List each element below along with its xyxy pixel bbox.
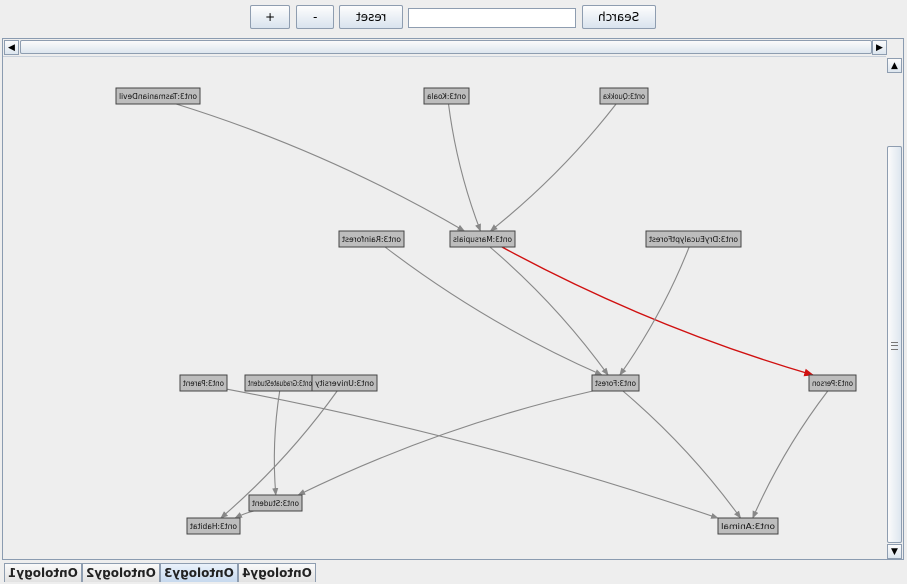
edge-dry-eucalypt-forest-to-forest: [619, 246, 690, 376]
edge-tasmanian-devil-to-marsupials: [175, 103, 466, 232]
search-input[interactable]: [408, 8, 576, 28]
node-box[interactable]: [808, 374, 857, 392]
node-box[interactable]: [599, 87, 649, 105]
edge-rainforest-to-forest: [384, 246, 603, 376]
node-koala[interactable]: ont3:Koala: [423, 87, 470, 105]
vertical-scrollbar[interactable]: ▲ ▼: [886, 56, 903, 559]
grip-icon: [891, 342, 898, 350]
node-tasmanian-devil[interactable]: ont3:TasmanianDevil: [115, 87, 201, 105]
node-university[interactable]: ont3:University: [311, 374, 378, 392]
node-label: ont3:Parent: [183, 379, 224, 388]
edge-quokka-to-marsupials: [489, 103, 617, 232]
edge-koala-to-marsupials: [447, 103, 481, 232]
node-forest[interactable]: ont3:Forest: [591, 374, 640, 392]
scroll-down-arrow-icon[interactable]: ▼: [887, 544, 902, 559]
node-label: ont3:Marsupials: [453, 235, 512, 244]
ontology-graph[interactable]: ont3:TasmanianDevil ont3:Koala ont3:Quokka…: [3, 39, 903, 559]
tab-ontology2[interactable]: Ontology2: [82, 563, 160, 582]
graph-view[interactable]: ont3:TasmanianDevil ont3:Koala ont3:Quokka…: [2, 38, 904, 560]
node-parent[interactable]: ont3:Parent: [179, 374, 228, 392]
edge-forest-to-student: [297, 390, 593, 496]
node-label: ont3:University: [315, 379, 374, 388]
node-box[interactable]: [591, 374, 640, 392]
node-student[interactable]: ont3:Student: [248, 494, 303, 512]
search-label: Search: [598, 10, 640, 24]
node-animal[interactable]: ont3:Animal: [717, 517, 779, 535]
node-label: ont3:TasmanianDevil: [119, 92, 197, 101]
node-box[interactable]: [186, 517, 241, 535]
node-label: ont3:Koala: [427, 92, 466, 101]
node-box[interactable]: [115, 87, 201, 105]
edge-parent-to-animal: [226, 388, 719, 519]
search-button[interactable]: Search: [582, 5, 656, 29]
node-box[interactable]: [248, 494, 303, 512]
zoom-out-button[interactable]: -: [296, 5, 334, 29]
toolbar: + - reset Search: [0, 0, 907, 36]
edge-graduate-student-to-student: [272, 390, 281, 496]
edge-marsupials-to-person: [501, 246, 814, 377]
node-box[interactable]: [338, 230, 405, 248]
horizontal-scrollbar[interactable]: ◀ ▶: [3, 39, 903, 57]
tab-ontology3[interactable]: Ontology3: [160, 563, 238, 582]
node-label: ont3:Forest: [595, 379, 636, 388]
node-habitat[interactable]: ont3:Habitat: [186, 517, 241, 535]
node-label: ont3:Rainforest: [342, 235, 401, 244]
edge-university-to-habitat: [220, 390, 338, 519]
reset-button[interactable]: reset: [339, 5, 403, 29]
tab-label: Ontology3: [164, 566, 234, 580]
node-marsupials[interactable]: ont3:Marsupials: [449, 230, 516, 248]
zoom-in-label: +: [264, 10, 276, 24]
node-label: ont3:Habitat: [190, 522, 237, 531]
node-box[interactable]: [645, 230, 742, 248]
node-label: ont3:Person: [812, 379, 853, 388]
node-box[interactable]: [179, 374, 228, 392]
edges-layer: [175, 103, 829, 519]
edge-person-to-animal: [752, 390, 829, 519]
scroll-right-arrow-icon[interactable]: ▶: [872, 40, 887, 55]
reset-label: reset: [355, 10, 387, 24]
node-label: ont3:Quokka: [603, 92, 645, 101]
horizontal-scroll-thumb[interactable]: [20, 40, 872, 54]
tab-ontology1[interactable]: Ontology1: [4, 563, 82, 582]
nodes-layer: ont3:TasmanianDevil ont3:Koala ont3:Quokka…: [115, 87, 857, 535]
node-box[interactable]: [717, 517, 779, 535]
edge-forest-to-animal: [622, 390, 742, 519]
tab-label: Ontology2: [86, 566, 156, 580]
zoom-out-label: -: [312, 10, 318, 24]
ontology-tabs: Ontology1 Ontology2 Ontology3 Ontology4: [0, 561, 907, 584]
scroll-up-arrow-icon[interactable]: ▲: [887, 58, 902, 73]
node-box[interactable]: [311, 374, 378, 392]
vertical-scroll-thumb[interactable]: [887, 146, 902, 543]
edge-marsupials-to-forest: [489, 246, 609, 376]
node-quokka[interactable]: ont3:Quokka: [599, 87, 649, 105]
scroll-left-arrow-icon[interactable]: ◀: [4, 40, 19, 55]
zoom-in-button[interactable]: +: [250, 5, 290, 29]
node-label: ont3:DryEucalyptForest: [649, 235, 738, 244]
tab-label: Ontology1: [8, 566, 78, 580]
tab-ontology4[interactable]: Ontology4: [238, 563, 316, 582]
node-rainforest[interactable]: ont3:Rainforest: [338, 230, 405, 248]
node-graduate-student[interactable]: ont3:GraduateStudent: [244, 374, 316, 392]
tab-label: Ontology4: [242, 566, 312, 580]
node-box[interactable]: [449, 230, 516, 248]
node-dry-eucalypt-forest[interactable]: ont3:DryEucalyptForest: [645, 230, 742, 248]
node-label: ont3:GraduateStudent: [248, 379, 312, 388]
edge-student-to-habitat: [234, 510, 255, 519]
node-person[interactable]: ont3:Person: [808, 374, 857, 392]
node-box[interactable]: [423, 87, 470, 105]
node-label: ont3:Animal: [721, 522, 775, 531]
node-label: ont3:Student: [252, 499, 299, 508]
